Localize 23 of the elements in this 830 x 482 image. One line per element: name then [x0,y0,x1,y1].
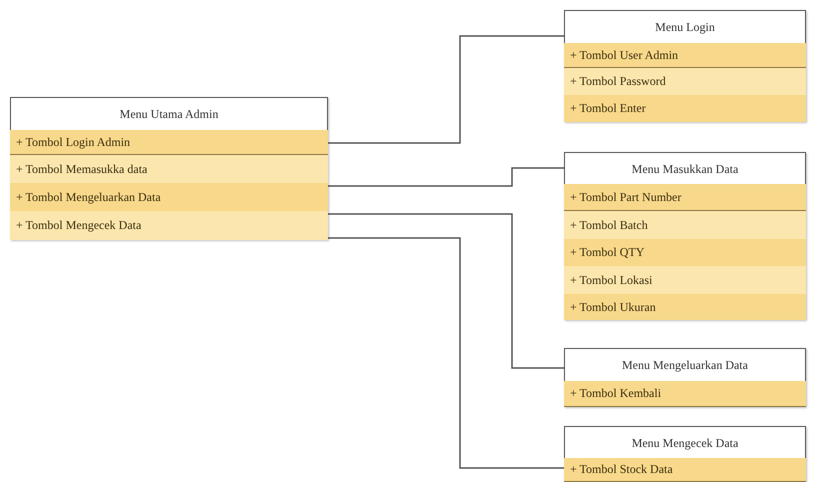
menu-item: + Tombol Mengecek Data [10,211,328,240]
connector-line [328,35,564,144]
menu-item: + Tombol Memasukka data [10,155,328,183]
menu-item: + Tombol Lokasi [564,266,806,294]
connector-line [328,237,564,469]
menu-item: + Tombol Mengeluarkan Data [10,183,328,211]
menu-item: + Tombol User Admin [564,43,806,68]
menu-item: + Tombol Login Admin [10,130,328,155]
menu-panel [564,348,806,407]
menu-item: + Tombol Password [564,68,806,95]
menu-panel [564,426,806,482]
connector-line [328,167,564,187]
menu-item: + Tombol Enter [564,95,806,122]
menu-item: + Tombol Part Number [564,184,806,211]
menu-item: + Tombol Ukuran [564,294,806,320]
menu-panel [564,10,806,122]
menu-item: + Tombol QTY [564,239,806,266]
connector-line [328,213,564,369]
menu-panel [564,152,806,320]
menu-item: + Tombol Kembali [564,381,806,407]
menu-item: + Tombol Batch [564,211,806,239]
menu-item: + Tombol Stock Data [564,458,806,482]
menu-panel [10,97,328,240]
